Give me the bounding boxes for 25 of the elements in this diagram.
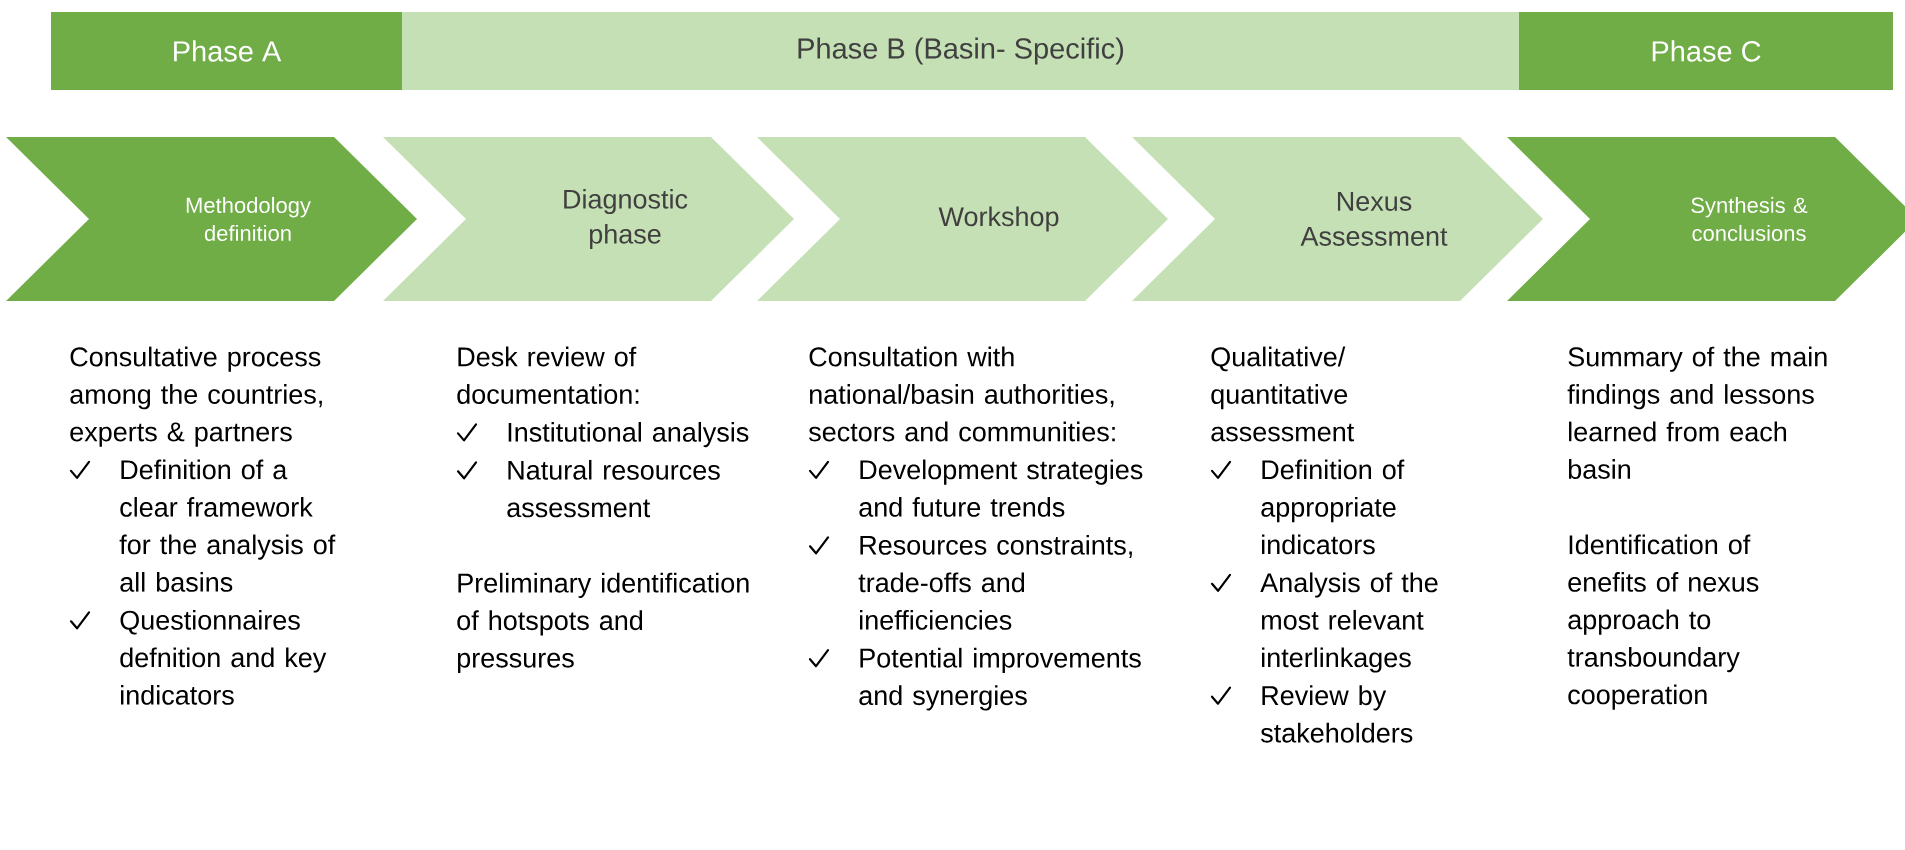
bullet-text: Potential improvements and synergies (859, 647, 1141, 711)
bullet-text: Institutional analysis (508, 422, 749, 448)
process-step: Synthesis & conclusions (1507, 137, 1905, 301)
process-step: Diagnostic phase (383, 137, 794, 301)
phase-band: Phase C (1519, 12, 1893, 90)
phase-band: Phase B (Basin- Specific) (402, 12, 1519, 90)
body-text: Consultative process among the countries, experts & partners (70, 346, 322, 447)
bullet-text: Definition of a clear framework for the analysis of all basins (119, 459, 336, 592)
bullet-text: Review by stakeholders (1260, 685, 1413, 743)
process-step: Methodology definition (6, 137, 417, 301)
body-text: Summary of the main findings and lessons learned from each basin (1567, 346, 1827, 479)
body-text: Preliminary identification of hotspots and pressures (457, 572, 749, 673)
bullet-text: Questionnaires defnition and key indicators (120, 609, 327, 705)
bullet-text: Resources constraints, trade-offs and inefficiencies (858, 534, 1132, 630)
bullet-text: Definition of appropriate indicators (1261, 459, 1405, 555)
body-text: Qualitative/ quantitative assessment (1211, 346, 1355, 442)
process-step: Workshop (757, 137, 1168, 301)
bullet-text: Analysis of the most relevant interlinkages (1260, 572, 1438, 673)
body-text: Consultation with national/basin authorities, sectors and communities: (808, 346, 1115, 442)
bullet-text: Natural resources assessment (507, 459, 720, 518)
bullet-text: Development strategies and future trends (859, 459, 1143, 517)
body-text: Identification of enefits of nexus approach to transboundary cooperation (1567, 534, 1759, 710)
phase-band: Phase A (51, 12, 402, 90)
body-text: Desk review of documentation: (457, 346, 639, 404)
process-step: Nexus Assessment (1132, 137, 1543, 301)
